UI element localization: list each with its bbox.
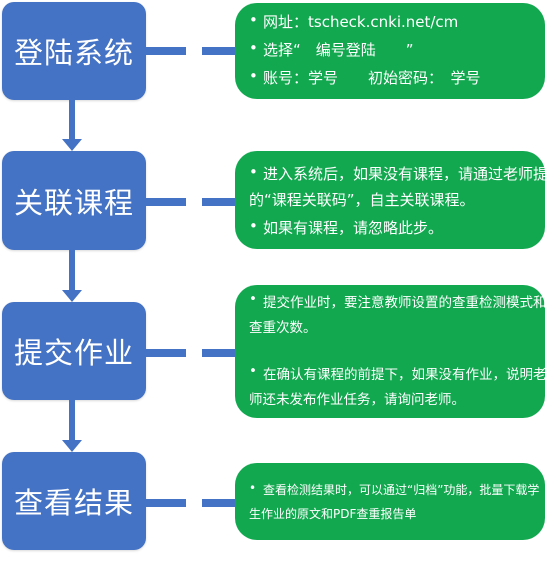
- note-login-line-1: 网址：tscheck.cnki.net/cm: [249, 11, 539, 32]
- note-view-results: 查看检测结果时，可以通过“归档”功能，批量下载学 生作业的原文和PDF查重报告单: [235, 463, 545, 540]
- note-view-results-line-2: 生作业的原文和PDF查重报告单: [249, 507, 417, 521]
- arrow-down-2: [62, 250, 82, 302]
- note-login-line-3: 账号：学号 初始密码： 学号: [249, 67, 539, 88]
- arrow-down-3: [62, 400, 82, 452]
- note-login: 网址：tscheck.cnki.net/cm 选择“ 编号登陆 ” 账号：学号 …: [235, 3, 545, 99]
- note-link-course-line-3: 如果有课程，请忽略此步。: [249, 217, 539, 238]
- note-submit-line-3: 在确认有课程的前提下，如果没有作业，说明老: [249, 363, 547, 383]
- note-login-line-2: 选择“ 编号登陆 ”: [249, 39, 539, 60]
- note-view-results-line-1: 查看检测结果时，可以通过“归档”功能，批量下载学: [249, 481, 539, 498]
- note-link-course-line-1: 进入系统后，如果没有课程，请通过老师提供: [249, 163, 554, 184]
- connector-3: [146, 349, 235, 357]
- step-view-results-label: 查看结果: [13, 486, 134, 520]
- note-submit-assignment: 提交作业时，要注意教师设置的查重检测模式和 查重次数。 在确认有课程的前提下，如…: [235, 285, 547, 418]
- note-link-course-line-2: 的“课程关联码”，自主关联课程。: [249, 191, 475, 209]
- note-submit-line-2: 查重次数。: [249, 320, 317, 336]
- note-submit-line-1: 提交作业时，要注意教师设置的查重检测模式和: [249, 291, 547, 311]
- note-link-course: 进入系统后，如果没有课程，请通过老师提供 的“课程关联码”，自主关联课程。 如果…: [235, 151, 554, 249]
- step-view-results: 查看结果: [2, 452, 146, 550]
- step-submit-assignment-label: 提交作业: [13, 336, 134, 370]
- step-login-label: 登陆系统: [13, 36, 134, 70]
- step-submit-assignment: 提交作业: [2, 302, 146, 400]
- step-link-course-label: 关联课程: [13, 185, 134, 220]
- connector-1: [146, 47, 235, 55]
- step-link-course: 关联课程: [2, 151, 146, 250]
- connector-2: [146, 198, 235, 206]
- connector-4: [146, 499, 235, 507]
- note-submit-line-4: 师还未发布作业任务，请询问老师。: [249, 392, 465, 408]
- step-login: 登陆系统: [2, 2, 146, 100]
- arrow-down-1: [62, 100, 82, 151]
